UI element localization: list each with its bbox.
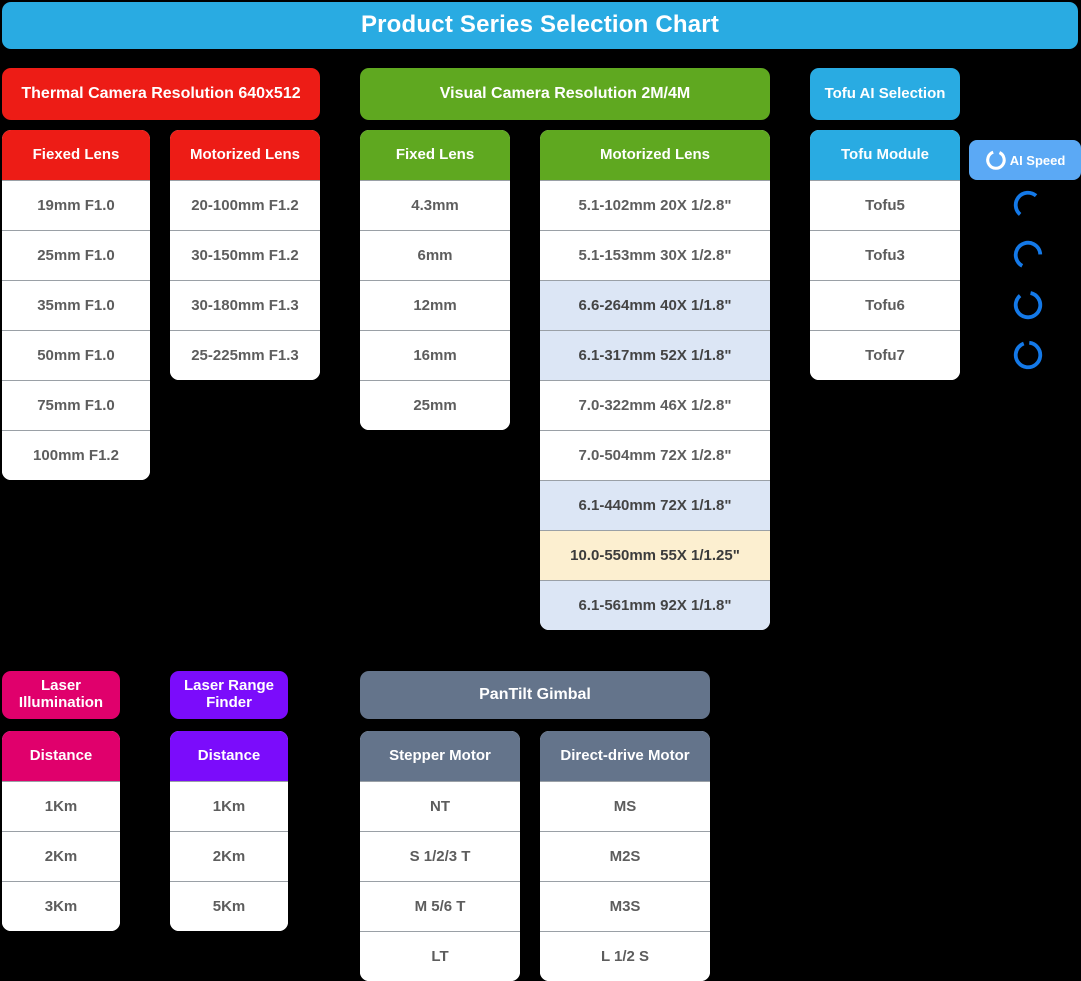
column-laser-range-finder-distance: Distance 1Km 2Km 5Km	[170, 731, 288, 931]
table-row[interactable]: Tofu3	[810, 230, 960, 280]
column-gimbal-direct-drive-motor: Direct-drive Motor MS M2S M3S L 1/2 S	[540, 731, 710, 981]
column-thermal-motorized-lens: Motorized Lens 20-100mm F1.2 30-150mm F1…	[170, 130, 320, 380]
table-row[interactable]: 6.1-317mm 52X 1/1.8"	[540, 330, 770, 380]
table-row[interactable]: 5.1-153mm 30X 1/2.8"	[540, 230, 770, 280]
column-gimbal-stepper-motor: Stepper Motor NT S 1/2/3 T M 5/6 T LT	[360, 731, 520, 981]
table-row[interactable]: 35mm F1.0	[2, 280, 150, 330]
table-row[interactable]: 4.3mm	[360, 180, 510, 230]
ai-speed-gauge-tofu7	[1000, 330, 1056, 380]
table-row[interactable]: 6mm	[360, 230, 510, 280]
column-header: Direct-drive Motor	[540, 731, 710, 781]
column-visual-motorized-lens: Motorized Lens 5.1-102mm 20X 1/2.8" 5.1-…	[540, 130, 770, 630]
ai-speed-label: AI Speed	[1009, 152, 1066, 168]
table-row[interactable]: 25mm	[360, 380, 510, 430]
ai-speed-gauge-tofu5	[1000, 180, 1056, 230]
table-row[interactable]: 2Km	[2, 831, 120, 881]
table-row[interactable]: 5.1-102mm 20X 1/2.8"	[540, 180, 770, 230]
table-row[interactable]: 75mm F1.0	[2, 380, 150, 430]
ai-speed-badge: AI Speed	[969, 140, 1081, 180]
column-header: Distance	[2, 731, 120, 781]
table-row[interactable]: 10.0-550mm 55X 1/1.25"	[540, 530, 770, 580]
page-title: Product Series Selection Chart	[2, 2, 1078, 49]
table-row[interactable]: 2Km	[170, 831, 288, 881]
speed-arc-icon	[985, 149, 1007, 171]
table-row[interactable]: 1Km	[170, 781, 288, 831]
table-row[interactable]: M3S	[540, 881, 710, 931]
column-header: Fiexed Lens	[2, 130, 150, 180]
table-row[interactable]: Tofu6	[810, 280, 960, 330]
table-row[interactable]: 30-150mm F1.2	[170, 230, 320, 280]
column-visual-fixed-lens: Fixed Lens 4.3mm 6mm 12mm 16mm 25mm	[360, 130, 510, 430]
group-banner-pantilt-gimbal: PanTilt Gimbal	[360, 671, 710, 719]
ai-speed-gauge-column	[1000, 180, 1056, 380]
column-header: Motorized Lens	[540, 130, 770, 180]
table-row[interactable]: Tofu7	[810, 330, 960, 380]
table-row[interactable]: 12mm	[360, 280, 510, 330]
ai-speed-gauge-tofu3	[1000, 230, 1056, 280]
table-row[interactable]: 16mm	[360, 330, 510, 380]
group-banner-laser-range-finder: Laser Range Finder	[170, 671, 288, 719]
column-header: Stepper Motor	[360, 731, 520, 781]
group-banner-laser-illumination: Laser Illumination	[2, 671, 120, 719]
table-row[interactable]: MS	[540, 781, 710, 831]
table-row[interactable]: NT	[360, 781, 520, 831]
table-row[interactable]: 5Km	[170, 881, 288, 931]
table-row[interactable]: 6.1-561mm 92X 1/1.8"	[540, 580, 770, 630]
column-header: Tofu Module	[810, 130, 960, 180]
table-row[interactable]: 6.6-264mm 40X 1/1.8"	[540, 280, 770, 330]
table-row[interactable]: 19mm F1.0	[2, 180, 150, 230]
table-row[interactable]: 30-180mm F1.3	[170, 280, 320, 330]
column-laser-illumination-distance: Distance 1Km 2Km 3Km	[2, 731, 120, 931]
table-row[interactable]: 7.0-504mm 72X 1/2.8"	[540, 430, 770, 480]
table-row[interactable]: 100mm F1.2	[2, 430, 150, 480]
table-row[interactable]: 20-100mm F1.2	[170, 180, 320, 230]
group-banner-tofu-ai-selection: Tofu AI Selection	[810, 68, 960, 120]
table-row[interactable]: 50mm F1.0	[2, 330, 150, 380]
table-row[interactable]: LT	[360, 931, 520, 981]
table-row[interactable]: 1Km	[2, 781, 120, 831]
column-tofu-module: Tofu Module Tofu5 Tofu3 Tofu6 Tofu7	[810, 130, 960, 380]
column-header: Fixed Lens	[360, 130, 510, 180]
table-row[interactable]: S 1/2/3 T	[360, 831, 520, 881]
column-header: Distance	[170, 731, 288, 781]
table-row[interactable]: 7.0-322mm 46X 1/2.8"	[540, 380, 770, 430]
table-row[interactable]: Tofu5	[810, 180, 960, 230]
column-thermal-fixed-lens: Fiexed Lens 19mm F1.0 25mm F1.0 35mm F1.…	[2, 130, 150, 480]
group-banner-thermal-camera: Thermal Camera Resolution 640x512	[2, 68, 320, 120]
table-row[interactable]: 6.1-440mm 72X 1/1.8"	[540, 480, 770, 530]
table-row[interactable]: M2S	[540, 831, 710, 881]
group-banner-visual-camera: Visual Camera Resolution 2M/4M	[360, 68, 770, 120]
table-row[interactable]: L 1/2 S	[540, 931, 710, 981]
ai-speed-gauge-tofu6	[1000, 280, 1056, 330]
table-row[interactable]: 3Km	[2, 881, 120, 931]
table-row[interactable]: 25mm F1.0	[2, 230, 150, 280]
table-row[interactable]: 25-225mm F1.3	[170, 330, 320, 380]
column-header: Motorized Lens	[170, 130, 320, 180]
table-row[interactable]: M 5/6 T	[360, 881, 520, 931]
